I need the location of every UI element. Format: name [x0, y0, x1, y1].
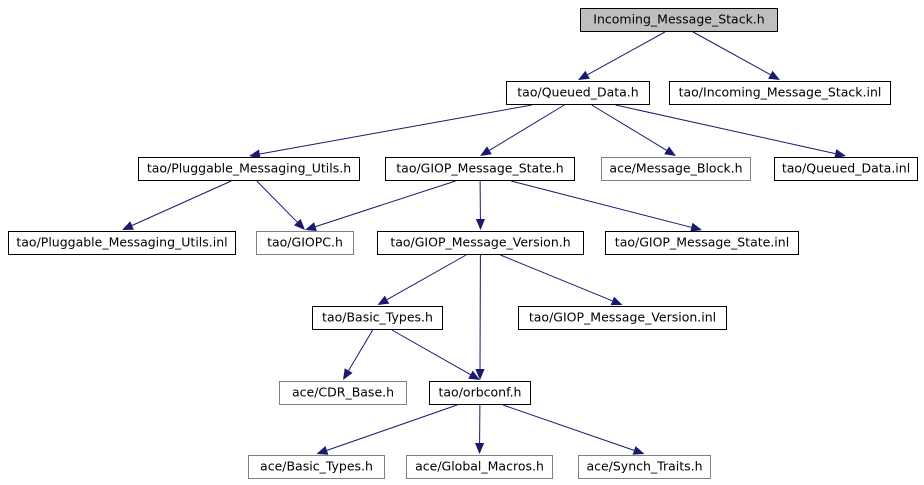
node-label: tao/Queued_Data.inl — [781, 160, 911, 176]
node-incoming_message_stack_h[interactable]: Incoming_Message_Stack.h — [580, 8, 778, 32]
node-label: tao/Pluggable_Messaging_Utils.inl — [16, 234, 228, 250]
node-queued_data_h[interactable]: tao/Queued_Data.h — [506, 81, 650, 105]
node-giop_message_version_h[interactable]: tao/GIOP_Message_Version.h — [377, 231, 584, 255]
node-label: ace/Basic_Types.h — [260, 458, 373, 474]
edge-arrowhead — [475, 219, 485, 230]
edge-arrowhead — [578, 70, 590, 80]
node-pluggable_messaging_utils_h[interactable]: tao/Pluggable_Messaging_Utils.h — [138, 157, 360, 181]
edge-arrowhead — [305, 222, 317, 231]
edge-line — [315, 180, 456, 228]
node-giopc_h[interactable]: tao/GIOPC.h — [256, 231, 354, 255]
edge-line — [510, 180, 692, 228]
node-label: tao/GIOP_Message_State.h — [396, 160, 564, 176]
edge-line — [348, 329, 374, 371]
edge-line — [692, 31, 771, 76]
edge-line — [326, 404, 458, 451]
edge-arrowhead — [475, 369, 485, 380]
edge-arrowhead — [316, 446, 329, 455]
node-label: tao/Incoming_Message_Stack.inl — [678, 84, 882, 100]
edge-arrowhead — [664, 146, 676, 156]
node-ace_basic_types_h[interactable]: ace/Basic_Types.h — [248, 455, 385, 479]
node-label: tao/GIOPC.h — [267, 234, 343, 250]
node-label: tao/Basic_Types.h — [322, 309, 433, 325]
edge-line — [386, 254, 467, 301]
node-label: tao/Pluggable_Messaging_Utils.h — [146, 160, 352, 176]
edge-line — [500, 254, 613, 302]
node-giop_message_state_h[interactable]: tao/GIOP_Message_State.h — [385, 157, 575, 181]
node-pluggable_messaging_utils_inl[interactable]: tao/Pluggable_Messaging_Utils.inl — [8, 231, 236, 255]
node-queued_data_inl[interactable]: tao/Queued_Data.inl — [774, 157, 918, 181]
node-label: tao/orbconf.h — [438, 384, 522, 400]
node-label: tao/GIOP_Message_Version.inl — [528, 309, 717, 325]
edge-line — [489, 104, 565, 151]
edge-arrowhead — [475, 443, 485, 454]
edge-arrowhead — [122, 221, 134, 230]
node-label: Incoming_Message_Stack.h — [593, 11, 765, 27]
edge-arrowhead — [834, 149, 846, 159]
node-label: ace/CDR_Base.h — [291, 384, 395, 400]
edge-line — [256, 180, 298, 223]
edge-arrowhead — [468, 370, 480, 380]
node-label: tao/Queued_Data.h — [517, 84, 639, 100]
node-synch_traits_h[interactable]: ace/Synch_Traits.h — [578, 455, 711, 479]
edge-arrowhead — [480, 146, 492, 156]
node-label: ace/Synch_Traits.h — [586, 458, 703, 474]
edge-arrowhead — [690, 222, 702, 232]
node-label: ace/Message_Block.h — [609, 160, 743, 176]
node-giop_message_state_inl[interactable]: tao/GIOP_Message_State.inl — [605, 231, 799, 255]
edge-line — [131, 180, 232, 226]
edge-arrowhead — [377, 295, 390, 305]
edge-line — [502, 404, 635, 451]
edge-arrowhead — [343, 368, 353, 380]
edge-line — [591, 104, 667, 151]
node-incoming_message_stack_inl[interactable]: tao/Incoming_Message_Stack.inl — [669, 81, 891, 105]
edge-line — [259, 104, 532, 155]
edge-line — [615, 104, 836, 155]
edge-line — [587, 31, 666, 76]
edge-arrowhead — [249, 149, 261, 159]
node-global_macros_h[interactable]: ace/Global_Macros.h — [406, 455, 553, 479]
node-orbconf_h[interactable]: tao/orbconf.h — [429, 381, 531, 405]
node-label: ace/Global_Macros.h — [415, 458, 544, 474]
node-label: tao/GIOP_Message_Version.h — [390, 234, 571, 250]
node-basic_types_h[interactable]: tao/Basic_Types.h — [312, 306, 443, 330]
node-giop_message_version_inl[interactable]: tao/GIOP_Message_Version.inl — [518, 306, 727, 330]
node-message_block_h[interactable]: ace/Message_Block.h — [601, 157, 751, 181]
edge-arrowhead — [632, 446, 645, 455]
node-label: tao/GIOP_Message_State.inl — [614, 234, 790, 250]
edge-arrowhead — [768, 70, 780, 80]
edge-line — [391, 329, 471, 376]
edge-arrowhead — [610, 296, 623, 306]
edge-arrowhead — [294, 218, 305, 230]
node-cdr_base_h[interactable]: ace/CDR_Base.h — [279, 381, 407, 405]
